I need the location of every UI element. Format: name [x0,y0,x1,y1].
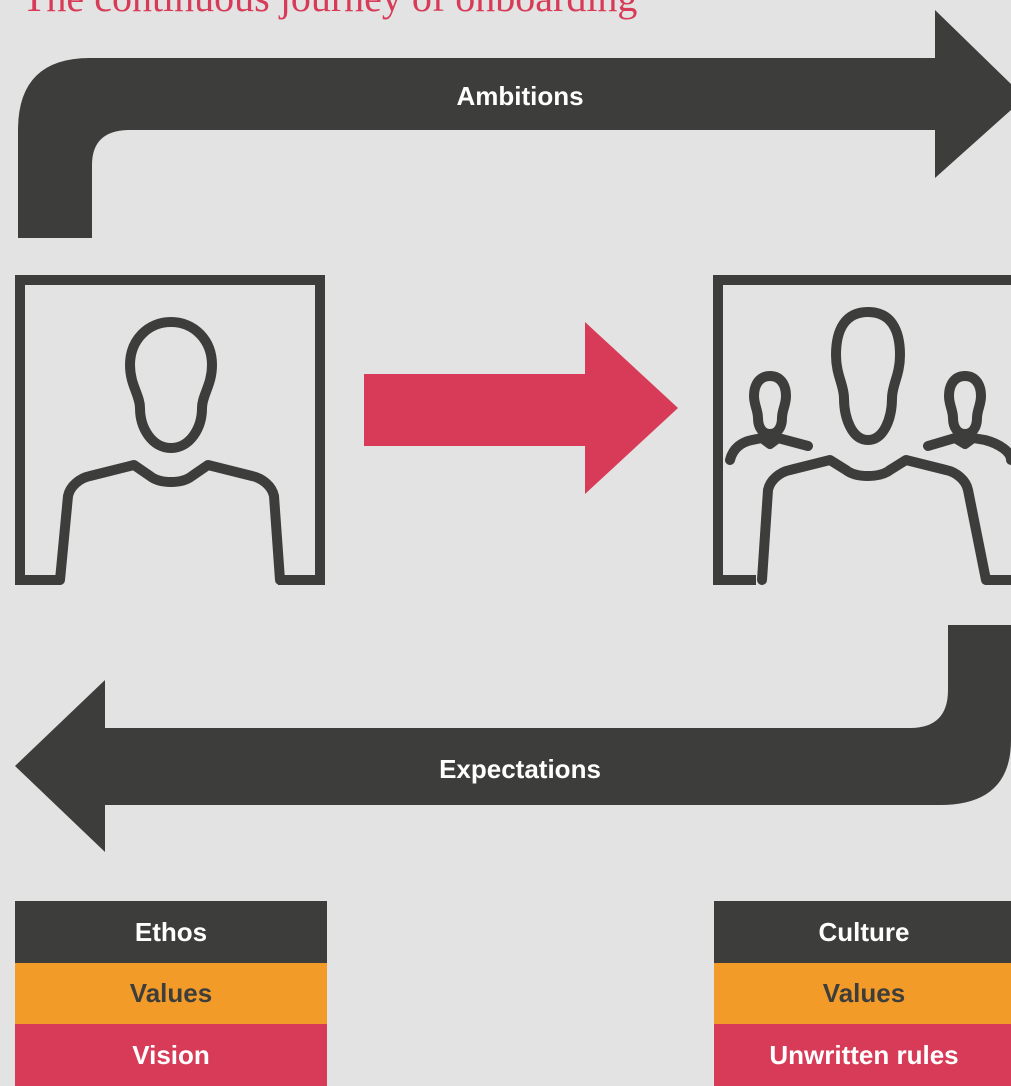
values-cell-right: Values [714,963,1011,1024]
individual-frame [15,275,325,585]
ambitions-arrow: Ambitions [18,10,1011,238]
organisation-frame [713,275,1011,585]
group-of-people-icon [725,307,1011,585]
single-person-icon [55,317,285,585]
organisation-stack: Culture Values Unwritten rules [714,901,1011,1086]
ambitions-arrow-shape [18,10,1011,238]
ambitions-label: Ambitions [456,81,583,111]
unwritten-rules-cell: Unwritten rules [714,1024,1011,1086]
ethos-cell: Ethos [15,901,327,963]
culture-cell: Culture [714,901,1011,963]
transition-arrow-icon [364,322,678,494]
expectations-arrow: Expectations [15,625,1011,852]
expectations-arrow-shape [15,625,1011,852]
expectations-label: Expectations [439,754,601,784]
vision-cell: Vision [15,1024,327,1086]
individual-stack: Ethos Values Vision [15,901,327,1086]
right-frame-border [713,275,1011,580]
left-frame-border [15,275,325,580]
values-cell-left: Values [15,963,327,1024]
diagram-title: The continuous journey of onboarding [22,0,637,18]
